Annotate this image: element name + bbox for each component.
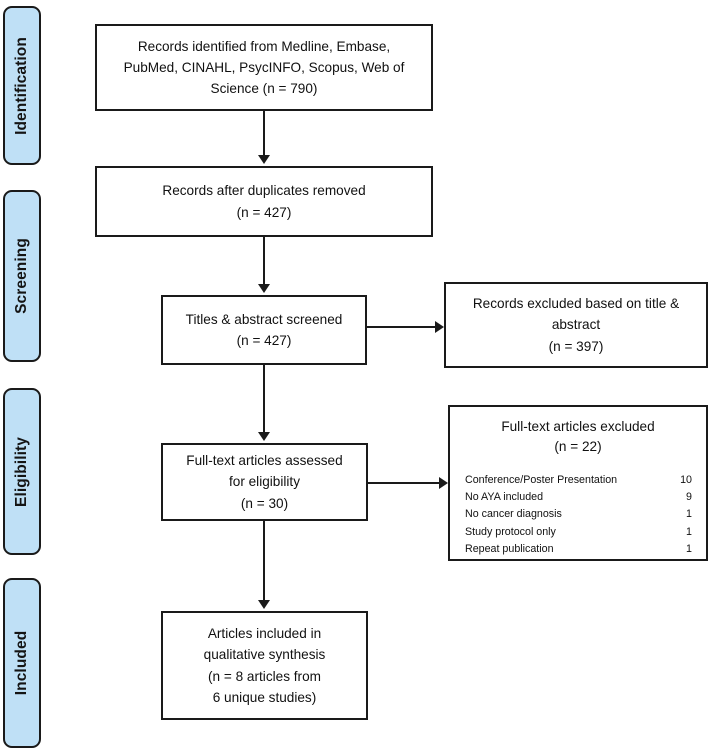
box-records-excluded-line-3: (n = 397) <box>548 338 604 354</box>
exclusion-reason-count: 1 <box>686 508 692 521</box>
box-records-identified: Records identified from Medline, Embase,… <box>95 24 433 111</box>
connector-duplicates-to-titles <box>263 237 265 285</box>
box-records-identified-line-1: Records identified from Medline, Embase, <box>137 38 391 54</box>
stage-pill-screening: Screening <box>3 190 41 362</box>
connector-fulltext-to-included <box>263 521 265 601</box>
arrowhead-duplicates-to-titles <box>258 284 270 293</box>
stage-label-included: Included <box>13 630 30 696</box>
box-records-excluded-line-2: abstract <box>551 317 601 333</box>
box-duplicates-removed-line-2: (n = 427) <box>236 204 292 220</box>
box-fulltext-assessed: Full-text articles assessed for eligibil… <box>161 443 368 521</box>
stage-label-eligibility: Eligibility <box>13 436 30 507</box>
box-articles-included-line-3: (n = 8 articles from <box>208 668 321 684</box>
exclusion-reason-count: 1 <box>686 525 692 538</box>
arrowhead-identified-to-duplicates <box>258 155 270 164</box>
stage-label-screening: Screening <box>13 238 30 314</box>
box-articles-included-line-1: Articles included in <box>207 626 322 642</box>
connector-fulltext-to-excluded <box>368 482 440 484</box>
exclusion-reason-count: 10 <box>680 473 692 486</box>
box-fulltext-excluded-line-2: (n = 22) <box>554 439 602 455</box>
box-records-identified-line-2: PubMed, CINAHL, PsycINFO, Scopus, Web of <box>123 59 405 75</box>
exclusion-reason-label: Study protocol only <box>465 525 556 538</box>
stage-label-identification: Identification <box>13 36 30 135</box>
arrowhead-fulltext-to-included <box>258 600 270 609</box>
box-titles-screened-line-2: (n = 427) <box>236 333 292 348</box>
arrowhead-titles-to-fulltext <box>258 432 270 441</box>
exclusion-reason-row: Repeat publication 1 <box>465 541 692 558</box>
box-records-excluded: Records excluded based on title & abstra… <box>444 282 708 368</box>
exclusion-reason-row: Conference/Poster Presentation 10 <box>465 472 692 489</box>
exclusion-reason-label: Repeat publication <box>465 543 554 556</box>
box-fulltext-excluded-heading: Full-text articles excluded (n = 22) <box>450 417 706 458</box>
exclusion-reason-row: No AYA included 9 <box>465 489 692 506</box>
box-titles-screened-line-1: Titles & abstract screened <box>185 311 343 327</box>
exclusion-reason-label: No AYA included <box>465 491 544 504</box>
box-articles-included-line-4: 6 unique studies) <box>212 689 317 705</box>
connector-titles-to-fulltext <box>263 365 265 433</box>
box-fulltext-excluded: Full-text articles excluded (n = 22) Con… <box>448 405 708 561</box>
connector-titles-to-excluded <box>367 326 437 328</box>
arrowhead-fulltext-to-excluded <box>439 477 448 489</box>
box-fulltext-assessed-line-3: (n = 30) <box>240 495 289 511</box>
box-duplicates-removed-line-1: Records after duplicates removed <box>162 183 366 199</box>
connector-identified-to-duplicates <box>263 111 265 157</box>
box-fulltext-assessed-line-1: Full-text articles assessed <box>186 453 343 469</box>
stage-pill-included: Included <box>3 578 41 748</box>
exclusion-reason-row: Study protocol only 1 <box>465 524 692 541</box>
exclusion-reason-count: 9 <box>686 491 692 504</box>
box-titles-screened: Titles & abstract screened (n = 427) <box>161 295 367 365</box>
stage-pill-eligibility: Eligibility <box>3 388 41 555</box>
stage-pill-identification: Identification <box>3 6 41 165</box>
box-articles-included: Articles included in qualitative synthes… <box>161 611 368 720</box>
box-duplicates-removed: Records after duplicates removed (n = 42… <box>95 166 433 237</box>
box-records-identified-line-3: Science (n = 790) <box>210 81 318 97</box>
box-records-excluded-line-1: Records excluded based on title & <box>472 296 680 312</box>
exclusion-reason-label: Conference/Poster Presentation <box>465 473 618 486</box>
exclusion-reason-row: No cancer diagnosis 1 <box>465 506 692 523</box>
box-fulltext-excluded-line-1: Full-text articles excluded <box>501 419 655 434</box>
arrowhead-titles-to-excluded <box>435 321 444 333</box>
exclusion-reason-count: 1 <box>686 543 692 556</box>
exclusion-reason-label: No cancer diagnosis <box>465 508 562 521</box>
box-articles-included-line-2: qualitative synthesis <box>203 647 326 663</box>
exclusion-reason-list: Conference/Poster Presentation 10 No AYA… <box>450 472 706 559</box>
box-fulltext-assessed-line-2: for eligibility <box>228 474 300 490</box>
